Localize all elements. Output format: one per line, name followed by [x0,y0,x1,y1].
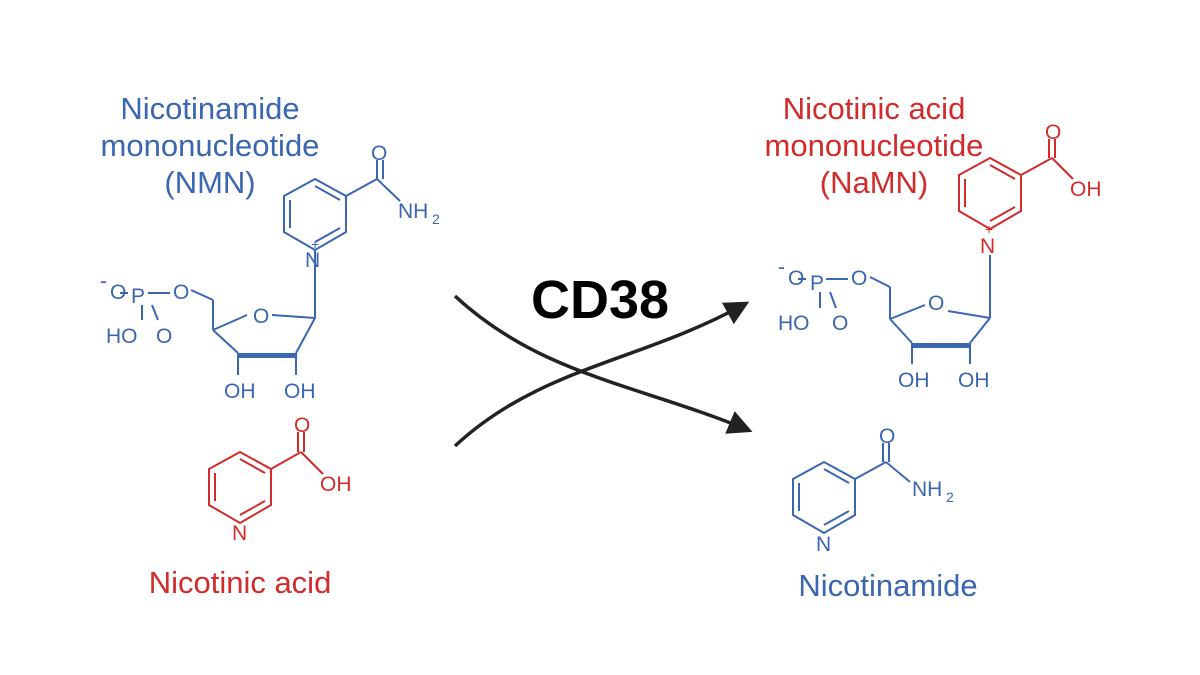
namn-name-line: Nicotinic acid [782,91,966,126]
nicotinic-acid-carbonyl-oxygen: O [294,414,310,437]
nmn-ribose-oxygen: O [253,305,269,328]
nmn-amine-subscript: 2 [432,211,440,227]
namn-ring-nitrogen: N [980,235,995,258]
nmn-name-line: mononucleotide [100,128,320,163]
nmn-amine: NH [398,200,428,223]
namn-hydroxyl-2: OH [898,369,930,392]
namn-name-line: mononucleotide [764,128,984,163]
nicotinic-acid-nitrogen: N [232,522,247,545]
namn-hydroxyl-3: OH [958,369,990,392]
nmn-ester-oxygen: O [173,281,189,304]
nmn-phosphate-oxo: O [156,325,172,348]
nicotinamide-name-label: Nicotinamide [798,568,978,603]
namn-phosphate-oxo: O [832,312,848,335]
nmn-hydroxyl-2: OH [224,380,256,403]
namn-ester-oxygen: O [851,267,867,290]
nmn-name-line: Nicotinamide [120,91,300,126]
namn-ribose-bold-bond [912,343,970,348]
nmn-ring-nitrogen: N [305,249,320,272]
namn-name-label: Nicotinic acid mononucleotide (NaMN) [724,90,1024,201]
nicotinamide-amine: NH [912,478,942,501]
namn-negative-charge: - [778,256,785,279]
nmn-name-line: (NMN) [164,165,256,200]
nmn-phosphate-hydroxyl: HO [106,325,138,348]
nmn-phosphorus: P [131,285,145,308]
nicotinamide-amine-subscript: 2 [946,489,954,505]
namn-carbonyl-oxygen: O [1045,121,1061,144]
enzyme-label-cd38: CD38 [530,270,670,330]
ribose-bold-bond [238,353,296,358]
namn-hydroxyl-acid: OH [1070,178,1102,201]
nmn-carbonyl-oxygen: O [371,142,387,165]
nicotinic-acid-name-label: Nicotinic acid [148,565,332,600]
nicotinamide-nitrogen: N [816,533,831,556]
namn-phosphorus: P [810,272,824,295]
nmn-negative-charge: - [100,270,107,293]
arrow-nmn-to-nicotinamide [453,294,753,434]
namn-phosphate-hydroxyl: HO [778,312,810,335]
nmn-phosphate-oxygen: O [110,281,126,304]
namn-positive-charge: + [985,221,993,237]
nmn-name-label: Nicotinamide mononucleotide (NMN) [60,90,360,201]
namn-phosphate-oxygen: O [788,267,804,290]
arrow-nicotinic-acid-to-namn [453,301,750,448]
nmn-positive-charge: + [311,236,319,252]
nicotinic-acid-hydroxyl: OH [320,473,352,496]
nicotinamide-carbonyl-oxygen: O [879,425,895,448]
namn-name-line: (NaMN) [819,165,929,200]
nmn-hydroxyl-3: OH [284,380,316,403]
namn-ribose-oxygen: O [928,292,944,315]
